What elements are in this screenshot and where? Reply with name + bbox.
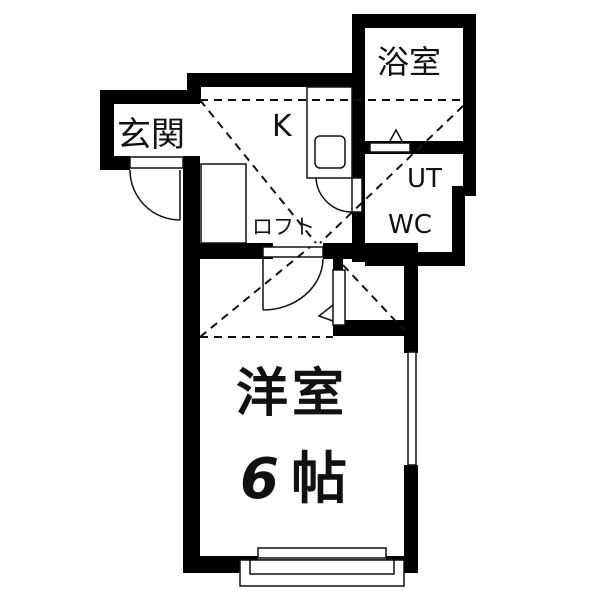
entrance-label: 玄関 <box>117 115 185 155</box>
loft-label: ロフト <box>252 215 315 239</box>
utility-label: UT <box>407 164 442 194</box>
room-size-number: 6 <box>240 447 283 512</box>
western-room-label: 洋室 <box>236 364 349 424</box>
fixtures <box>129 86 417 587</box>
loft-dashed-lines <box>199 99 464 338</box>
toilet-label: WC <box>388 210 432 240</box>
walls <box>100 14 476 573</box>
room-size-unit: 帖 <box>290 447 351 512</box>
kitchen-label: K <box>272 109 292 144</box>
bathroom-label: 浴室 <box>377 43 442 81</box>
